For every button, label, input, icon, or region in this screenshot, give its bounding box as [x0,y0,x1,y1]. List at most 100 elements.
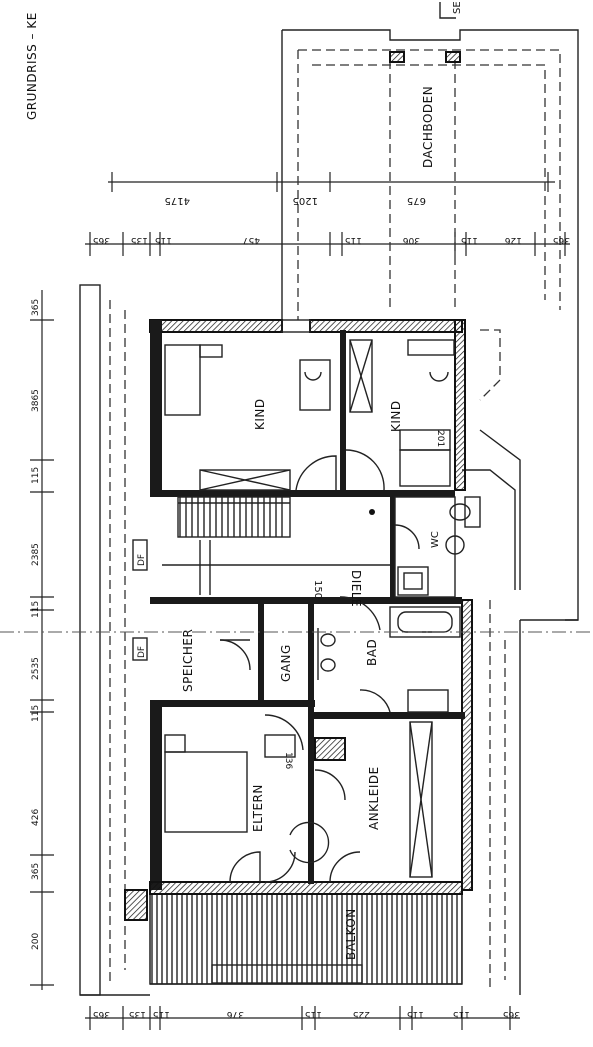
svg-text:376: 376 [227,1009,244,1019]
dim-bottom-8: 115 [453,1009,470,1019]
dim-top-outer-2: 1205 [293,195,318,206]
svg-text:365: 365 [93,235,110,245]
corner-code: SE [452,1,463,14]
label-kind2-dim: 201 [435,430,445,447]
balkon [124,889,463,985]
dim-bottom-4: 376 [227,1009,244,1019]
svg-text:115: 115 [153,1009,170,1019]
dim-bottom-7: 115 [407,1009,424,1019]
wc-fixtures [394,496,481,598]
dim-bottom-2: 135 [129,1009,146,1019]
svg-text:KIND: KIND [253,398,267,430]
svg-text:135: 135 [131,235,148,245]
label-bad: BAD [365,639,379,666]
svg-text:SE: SE [452,1,463,14]
svg-text:BAD: BAD [365,639,379,666]
dim-bottom-5: 115 [305,1009,322,1019]
kind1-furniture [164,344,337,491]
dim-left-6: 2535 [31,657,41,680]
svg-text:365: 365 [93,1009,110,1019]
dim-left-8: 426 [31,809,41,826]
label-ankleide: ANKLEIDE [367,766,381,830]
svg-text:115: 115 [31,705,41,722]
diele-details [339,509,381,631]
dim-top-inner-8: 126 [505,235,522,245]
svg-text:150: 150 [312,580,323,599]
dim-bottom-1: 365 [93,1009,110,1019]
dim-top-inner-7: 115 [461,235,478,245]
svg-text:ELTERN: ELTERN [251,784,265,832]
svg-text:2385: 2385 [31,543,41,566]
dim-top-outer-3: 675 [407,195,426,206]
dim-left-10: 200 [31,933,41,950]
svg-text:DACHBODEN: DACHBODEN [421,86,435,168]
roof-window-1 [132,539,148,571]
label-balkon: BALKON [344,908,358,960]
svg-text:2535: 2535 [31,657,41,680]
dim-top-inner-4: 457 [243,235,260,245]
svg-text:115: 115 [31,601,41,618]
label-kind-1: KIND [253,398,267,430]
svg-text:200: 200 [31,933,41,950]
corner-bracket [439,2,456,19]
svg-text:126: 126 [505,235,522,245]
svg-text:115: 115 [155,235,172,245]
svg-text:115: 115 [453,1009,470,1019]
svg-text:457: 457 [243,235,260,245]
label-kind-2: KIND [389,400,403,432]
walls [149,319,473,895]
svg-text:115: 115 [305,1009,322,1019]
svg-text:115: 115 [345,235,362,245]
svg-text:ANKLEIDE: ANKLEIDE [367,766,381,830]
svg-text:136: 136 [283,752,293,769]
svg-text:115: 115 [407,1009,424,1019]
dim-left-1: 365 [31,299,41,316]
roof-window-2 [132,637,148,661]
dim-left-4: 2385 [31,543,41,566]
dim-top-inner-5: 115 [345,235,362,245]
dim-left-2: 3865 [31,389,41,412]
ankleide-furniture [314,721,433,883]
dim-top-inner-2: 135 [131,235,148,245]
building-outline [79,284,578,996]
svg-text:675: 675 [407,195,426,206]
dim-left-9: 365 [31,863,41,880]
label-gang: GANG [279,644,293,682]
svg-text:201: 201 [435,430,445,447]
svg-text:306: 306 [403,235,420,245]
dim-bottom-3: 115 [153,1009,170,1019]
svg-text:225: 225 [353,1009,370,1019]
label-df-1: DF [137,554,147,566]
dim-bottom-9: 365 [503,1009,520,1019]
dimension-chain-left [30,290,54,990]
svg-text:1205: 1205 [293,195,318,206]
plan-title-text: GRUNDRISS – KE [25,12,39,120]
svg-text:135: 135 [129,1009,146,1019]
svg-text:DF: DF [137,646,147,658]
svg-text:SPEICHER: SPEICHER [181,629,195,692]
svg-text:KIND: KIND [389,400,403,432]
label-diele: DIELE [349,570,363,607]
label-eltern: ELTERN [251,784,265,832]
svg-text:365: 365 [31,299,41,316]
speicher-details [219,639,251,671]
svg-text:365: 365 [31,863,41,880]
label-diele-width: 150 [312,580,323,599]
label-eltern-dim: 136 [283,752,293,769]
label-df-2: DF [137,646,147,658]
label-speicher: SPEICHER [181,629,195,692]
svg-text:4175: 4175 [165,195,190,206]
label-wc: WC [430,531,441,548]
dim-left-7: 115 [31,705,41,722]
dim-left-3: 115 [31,467,41,484]
svg-text:426: 426 [31,809,41,826]
dim-bottom-6: 225 [353,1009,370,1019]
kind2-furniture [345,339,455,491]
dim-top-inner-9: 365 [553,235,570,245]
svg-text:DF: DF [137,554,147,566]
svg-text:BALKON: BALKON [344,908,358,960]
dimension-chain-bottom [85,1006,520,1030]
dim-top-outer-1: 4175 [165,195,190,206]
svg-text:365: 365 [503,1009,520,1019]
svg-text:GANG: GANG [279,644,293,682]
